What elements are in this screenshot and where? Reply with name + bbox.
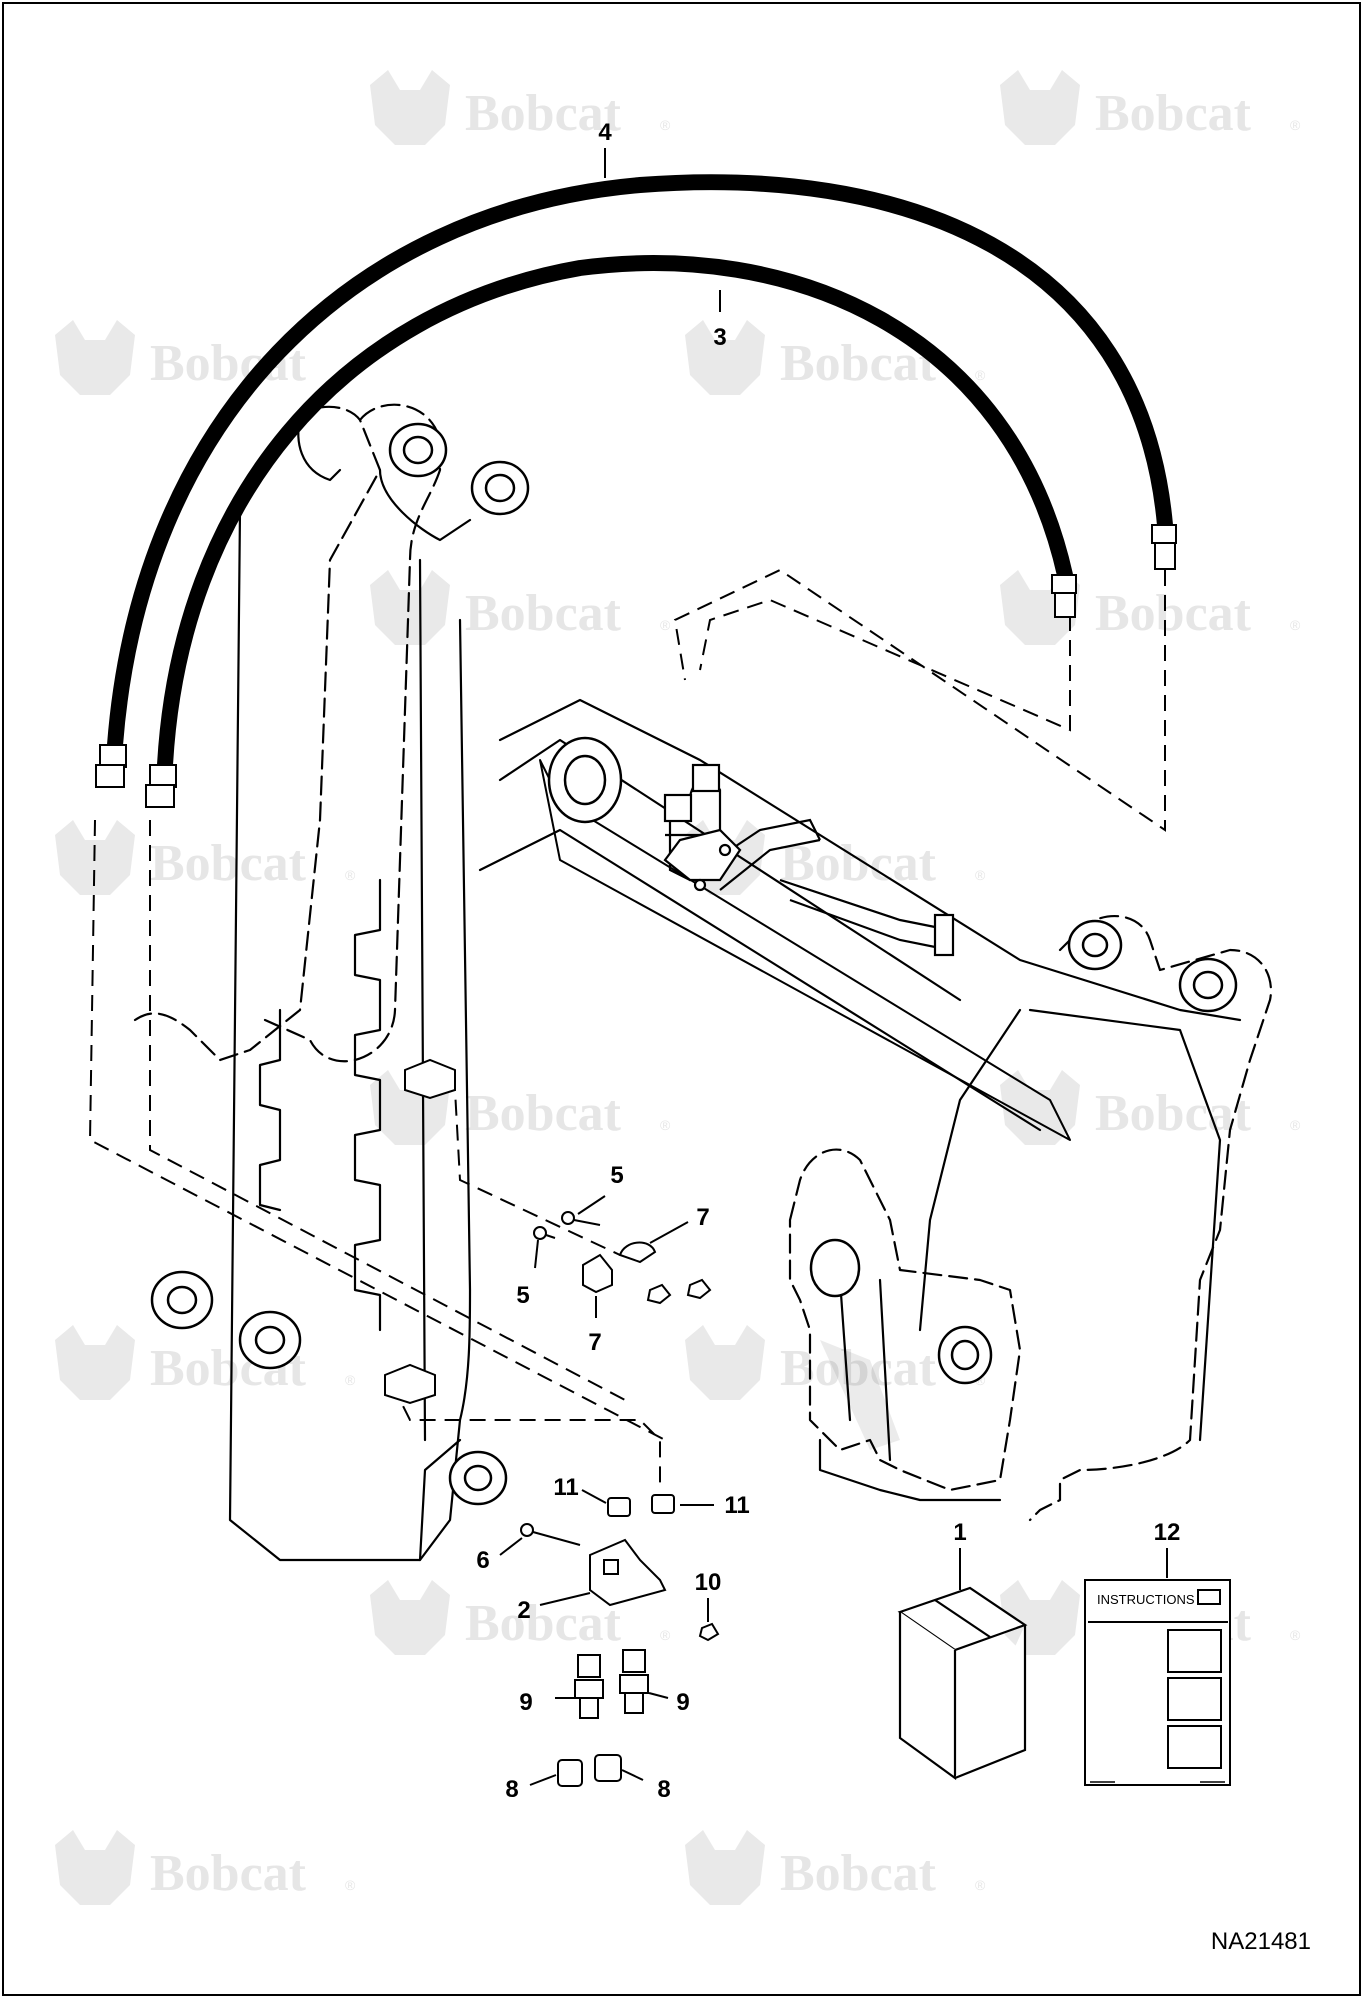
hose-3 [157, 255, 1073, 773]
watermark-brand-text: Bobcat [780, 835, 937, 892]
callout-c7b: 7 [588, 1329, 601, 1356]
callout-c7a: 7 [696, 1204, 709, 1231]
bobcat-logo-watermark: Bobcat ® [1000, 1070, 1301, 1145]
instructions-label: INSTRUCTIONS [1097, 1592, 1195, 1607]
watermark-reg-mark: ® [345, 1877, 356, 1893]
clamp-7-upper [618, 1241, 657, 1264]
bobcat-logo-watermark: Bobcat ® [685, 1830, 986, 1905]
nut-11-right [651, 1494, 675, 1514]
fitting-9-right [619, 1649, 649, 1714]
callout-number-layer: 4 3 5 5 7 7 11 11 6 2 10 9 9 8 8 1 12 [476, 119, 1180, 1803]
callout-c6: 6 [476, 1547, 489, 1574]
mounting-bracket-2 [589, 1538, 667, 1607]
watermark-reg-mark: ® [1290, 617, 1301, 633]
bobcat-logo-watermark: Bobcat ® [685, 1325, 986, 1400]
watermark-reg-mark: ® [1290, 1627, 1301, 1643]
callout-c5a: 5 [610, 1162, 623, 1189]
watermark-reg-mark: ® [660, 1117, 671, 1133]
callout-c9b: 9 [676, 1689, 689, 1716]
watermark-reg-mark: ® [975, 367, 986, 383]
watermark-brand-text: Bobcat [780, 1845, 937, 1902]
callout-c11b: 11 [724, 1492, 749, 1519]
watermark-reg-mark: ® [975, 1372, 986, 1388]
callout-c10: 10 [695, 1569, 722, 1596]
instructions-sheet-12 [1084, 1579, 1231, 1786]
bobcat-logo-watermark: Bobcat ® [1000, 70, 1301, 145]
callout-c2: 2 [517, 1597, 530, 1624]
bobcat-logo-watermark: Bobcat ® [370, 570, 671, 645]
nut-10 [698, 1622, 720, 1642]
watermark-reg-mark: ® [1290, 117, 1301, 133]
kit-box-1 [897, 1586, 1028, 1781]
bolt-5-lower [533, 1226, 556, 1240]
watermark-brand-text: Bobcat [780, 1340, 937, 1397]
cap-8-left [557, 1759, 583, 1787]
watermark-reg-mark: ® [1290, 1117, 1301, 1133]
callout-c1: 1 [953, 1519, 966, 1546]
callout-leaders [499, 148, 1168, 1786]
nut-7-b [686, 1278, 712, 1300]
watermark-reg-mark: ® [345, 867, 356, 883]
hose-4 [107, 174, 1173, 753]
callout-c9a: 9 [519, 1689, 532, 1716]
bolt-6 [520, 1523, 581, 1546]
arm-clamp-pads [384, 1058, 456, 1405]
drawing-number: NA21481 [1210, 1928, 1311, 1955]
hose-assembly [95, 174, 1177, 808]
callout-c8b: 8 [657, 1776, 670, 1803]
hardware-parts [520, 1211, 720, 1787]
hose-end-fittings [95, 524, 1177, 808]
nut-11-left [607, 1497, 631, 1517]
clamp-7-lower [582, 1253, 613, 1294]
watermark-brand-text: Bobcat [1095, 1085, 1252, 1142]
callout-c8a: 8 [505, 1776, 518, 1803]
callout-c5b: 5 [516, 1282, 529, 1309]
watermark-brand-text: Bobcat [1095, 85, 1252, 142]
watermark-reg-mark: ® [660, 617, 671, 633]
watermark-brand-text: Bobcat [465, 585, 622, 642]
bobcat-logo-watermark: Bobcat ® [370, 70, 671, 145]
cap-8-right [594, 1754, 622, 1782]
watermark-reg-mark: ® [975, 1877, 986, 1893]
callout-c4: 4 [598, 119, 612, 146]
bobcat-logo-watermark: Bobcat® [370, 1580, 671, 1655]
callout-c12: 12 [1154, 1519, 1181, 1546]
bobcat-logo-watermark: Bobcat ® [685, 820, 986, 895]
watermark-reg-mark: ® [345, 1372, 356, 1388]
bolt-5-upper [561, 1211, 601, 1226]
watermark-brand-text: Bobcat [1095, 585, 1252, 642]
bobcat-logo-watermark: Bobcat ® [1000, 570, 1301, 645]
watermark-reg-mark: ® [660, 117, 671, 133]
watermark-brand-text: Bobcat [150, 835, 307, 892]
nut-7-a [646, 1283, 672, 1305]
watermark-brand-text: Bobcat [465, 1085, 622, 1142]
watermark-brand-text: Bobcat [150, 1845, 307, 1902]
watermark-reg-mark: ® [660, 1627, 671, 1643]
callout-c11a: 11 [553, 1474, 578, 1501]
watermark-reg-mark: ® [975, 867, 986, 883]
routing-leader-lines [88, 568, 1166, 1490]
pivot-pin-bosses [150, 422, 1238, 1506]
callout-c3: 3 [713, 324, 726, 351]
bobcat-logo-watermark: Bobcat ® [55, 1830, 356, 1905]
fitting-9-left [574, 1654, 604, 1719]
watermark-brand-text: Bobcat [465, 85, 622, 142]
tube-block-fittings [663, 763, 742, 892]
